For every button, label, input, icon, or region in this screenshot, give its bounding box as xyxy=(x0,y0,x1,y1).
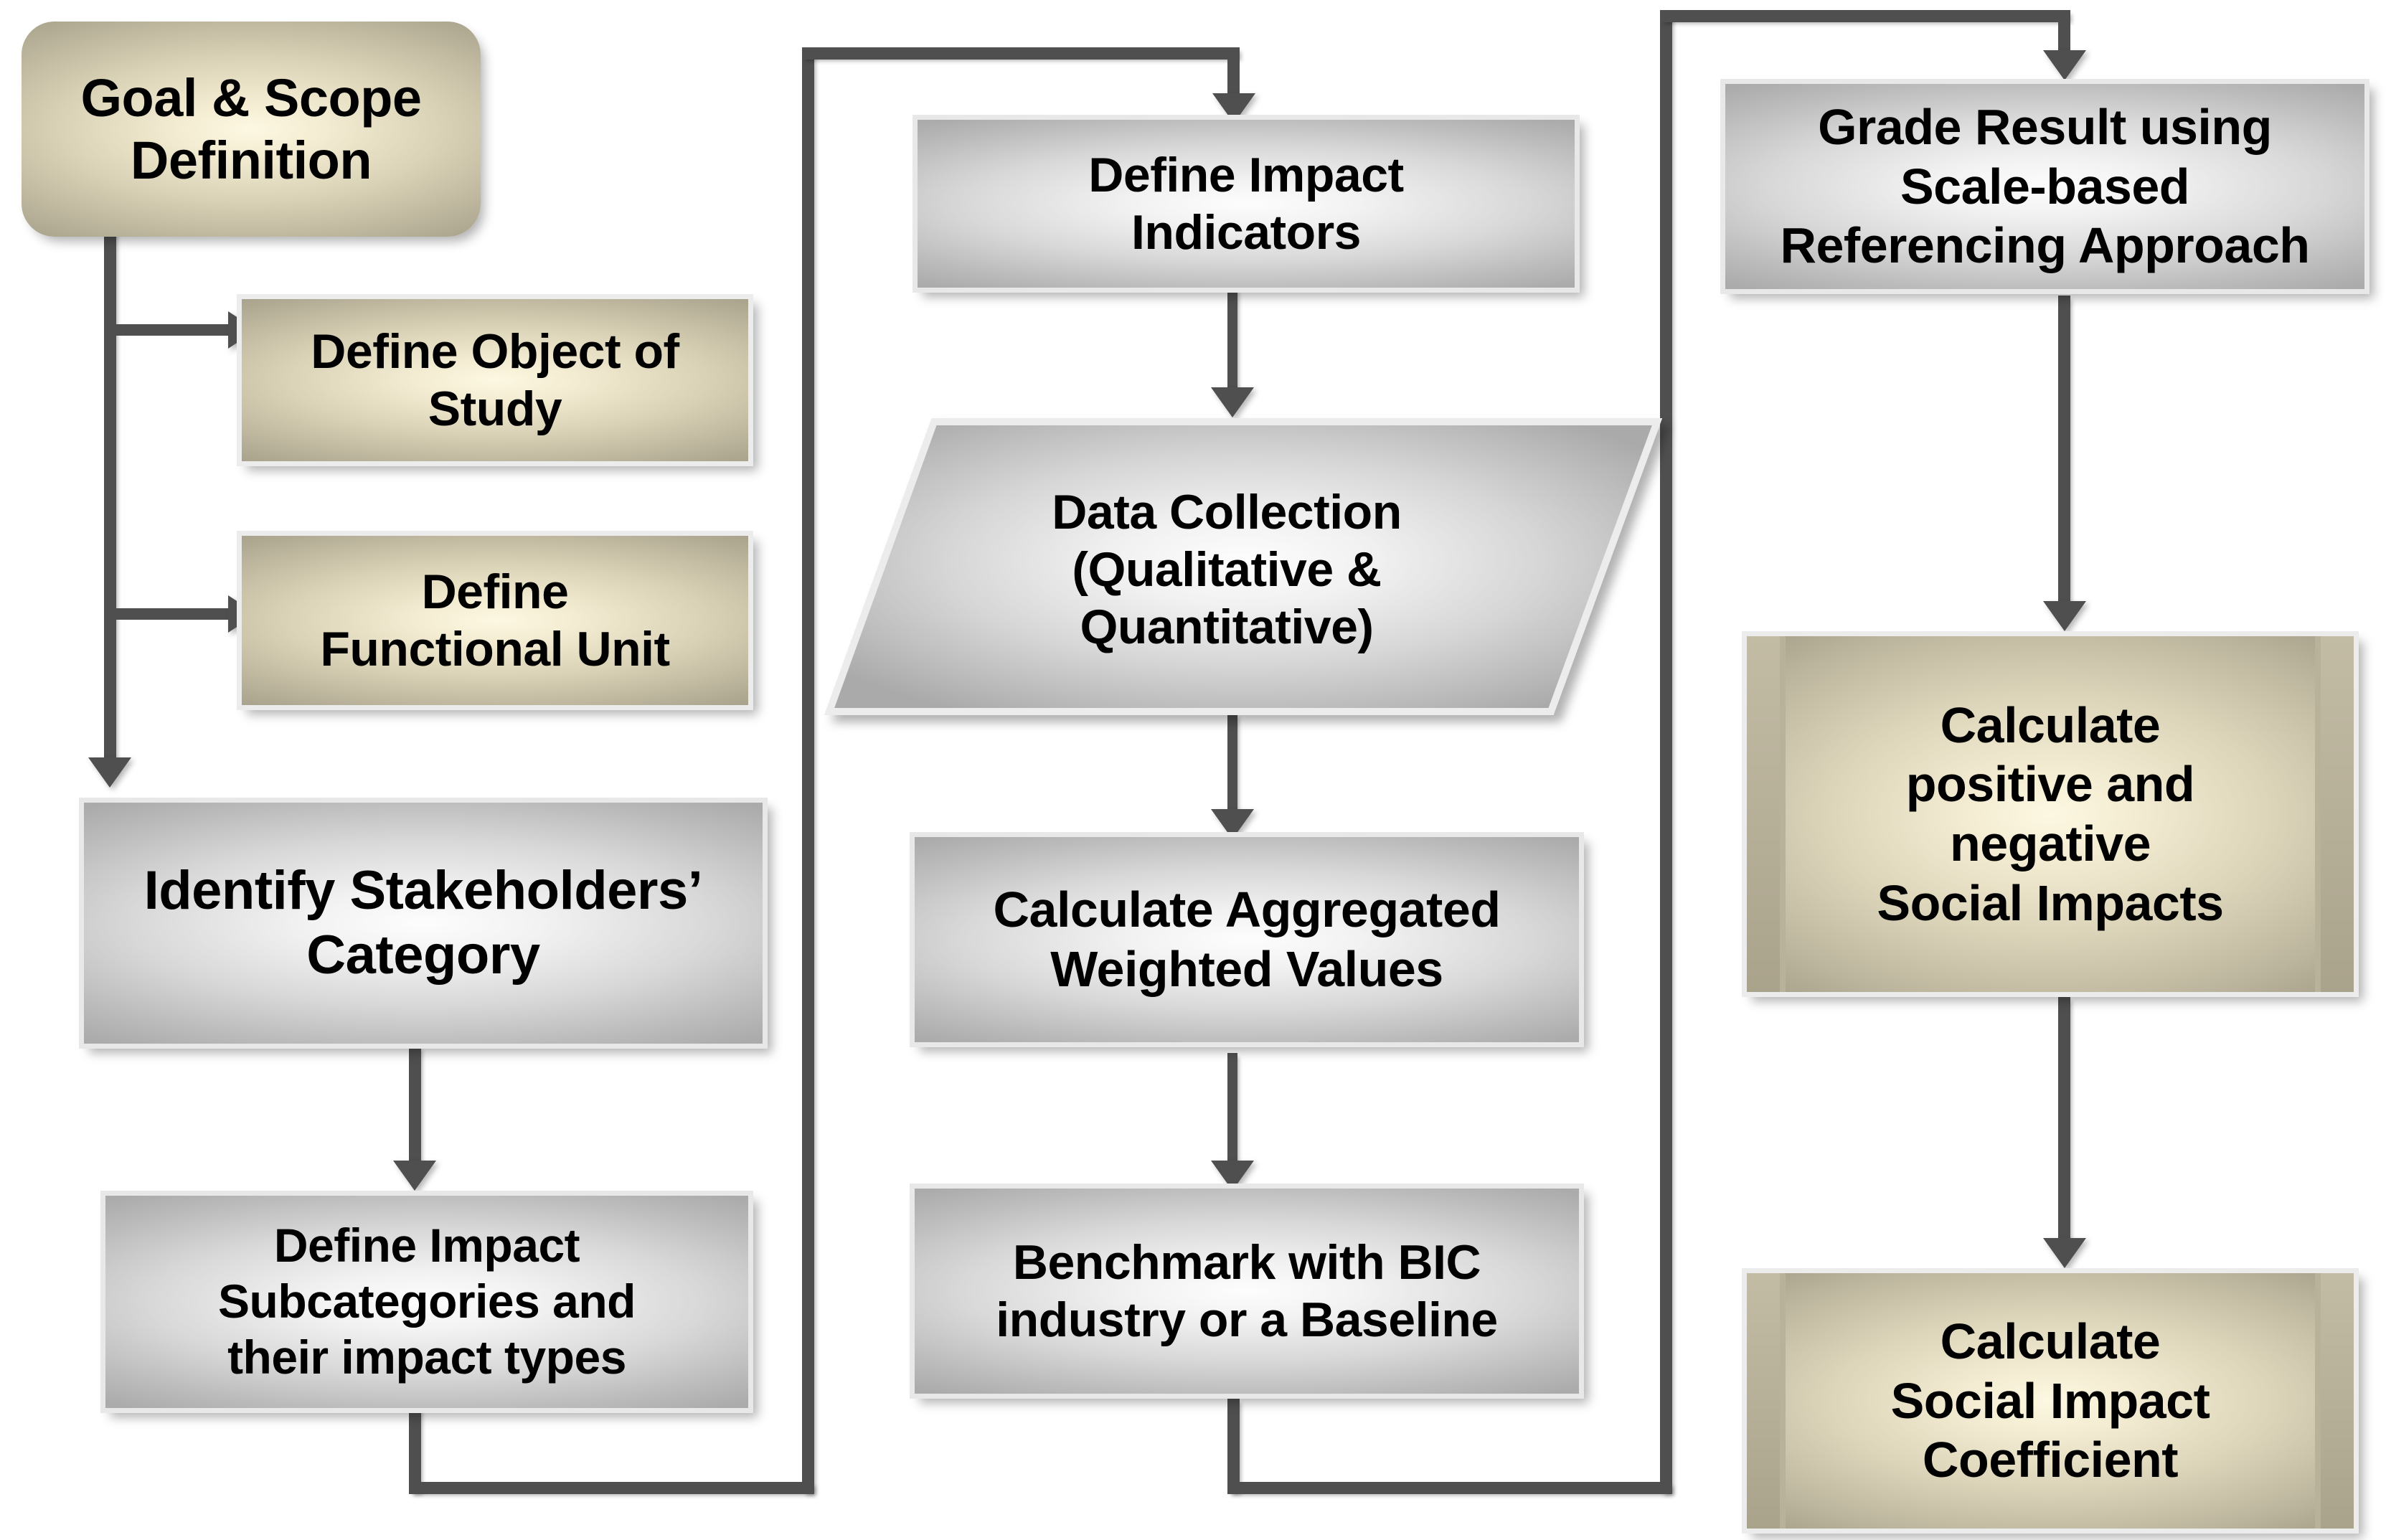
node-define-impact-indicators[interactable]: Define Impact Indicators xyxy=(913,115,1580,293)
arrowhead-to-define-subcategories xyxy=(393,1161,436,1191)
connector-indicators-to-datacollection xyxy=(1227,287,1237,393)
node-calculate-social-impact-coefficient[interactable]: Calculate Social Impact Coefficient xyxy=(1742,1268,2359,1534)
node-define-functional-unit[interactable]: Define Functional Unit xyxy=(237,531,753,710)
left-bar xyxy=(1747,1273,1780,1529)
node-label: Define Functional Unit xyxy=(320,564,670,676)
connector-impacts-to-coefficient xyxy=(2058,997,2070,1248)
node-grade-result-scale-based[interactable]: Grade Result using Scale-based Referenci… xyxy=(1720,79,2370,294)
arrowhead-to-data-collection xyxy=(1211,387,1254,417)
node-define-object-of-study[interactable]: Define Object of Study xyxy=(237,294,753,466)
arrowhead-to-calculate-impacts xyxy=(2043,601,2086,631)
node-label: Grade Result using Scale-based Referenci… xyxy=(1780,99,2310,274)
connector-subcat-up-right xyxy=(802,47,814,1494)
node-define-impact-subcategories[interactable]: Define Impact Subcategories and their im… xyxy=(100,1191,753,1413)
connector-grade-to-impacts xyxy=(2058,296,2070,611)
left-bar xyxy=(1747,636,1780,992)
node-benchmark-bic-industry[interactable]: Benchmark with BIC industry or a Baselin… xyxy=(910,1184,1584,1399)
right-bar xyxy=(2321,636,2354,992)
connector-subcat-top-h xyxy=(802,47,1240,60)
connector-stakeholders-to-subcategories xyxy=(409,1046,421,1175)
connector-benchmark-bottom-h xyxy=(1227,1482,1672,1494)
node-label-wrap: Data Collection (Qualitative & Quantitat… xyxy=(925,436,1528,703)
node-label: Calculate Social Impact Coefficient xyxy=(1890,1313,2210,1488)
node-label: Define Impact Subcategories and their im… xyxy=(218,1219,636,1384)
node-label: Define Object of Study xyxy=(311,323,679,436)
node-goal-scope-definition[interactable]: Goal & Scope Definition xyxy=(22,22,481,237)
connector-down-to-grade xyxy=(2058,10,2070,59)
connector-goal-trunk xyxy=(104,228,116,773)
node-label-wrap: Calculate positive and negative Social I… xyxy=(1786,636,2315,992)
arrowhead-to-identify-stakeholders xyxy=(88,757,131,788)
connector-subcat-bottom-h xyxy=(409,1482,814,1494)
node-label: Identify Stakeholders’ Category xyxy=(143,860,703,986)
node-label: Benchmark with BIC industry or a Baselin… xyxy=(996,1234,1498,1347)
right-bar xyxy=(2321,1273,2354,1529)
node-label: Calculate Aggregated Weighted Values xyxy=(993,882,1501,997)
arrowhead-to-grade-result xyxy=(2043,50,2086,80)
node-label: Define Impact Indicators xyxy=(1088,147,1404,260)
node-label-wrap: Calculate Social Impact Coefficient xyxy=(1786,1273,2315,1529)
connector-benchmark-up-right xyxy=(1660,10,1672,1494)
connector-subcat-down xyxy=(409,1406,421,1493)
node-label: Calculate positive and negative Social I… xyxy=(1877,696,2224,931)
node-label: Data Collection (Qualitative & Quantitat… xyxy=(1052,484,1402,655)
node-label: Goal & Scope Definition xyxy=(80,67,422,190)
arrowhead-to-calculate-coefficient xyxy=(2043,1238,2086,1268)
node-data-collection[interactable]: Data Collection (Qualitative & Quantitat… xyxy=(824,417,1663,716)
connector-goal-to-fu-h xyxy=(104,608,233,620)
connector-weighted-to-benchmark xyxy=(1227,1053,1237,1168)
connector-goal-to-object-h xyxy=(104,324,233,336)
connector-benchmark-down xyxy=(1227,1399,1240,1493)
connector-subcat-down-to-indicators xyxy=(1227,47,1240,100)
node-calculate-aggregated-weighted-values[interactable]: Calculate Aggregated Weighted Values xyxy=(910,832,1584,1047)
connector-benchmark-top-h xyxy=(1660,10,2070,22)
parallelogram-shape xyxy=(824,418,1663,715)
node-calculate-positive-negative-social-impacts[interactable]: Calculate positive and negative Social I… xyxy=(1742,631,2359,997)
connector-datacollection-to-weighted xyxy=(1227,713,1237,819)
node-identify-stakeholders-category[interactable]: Identify Stakeholders’ Category xyxy=(79,798,768,1049)
